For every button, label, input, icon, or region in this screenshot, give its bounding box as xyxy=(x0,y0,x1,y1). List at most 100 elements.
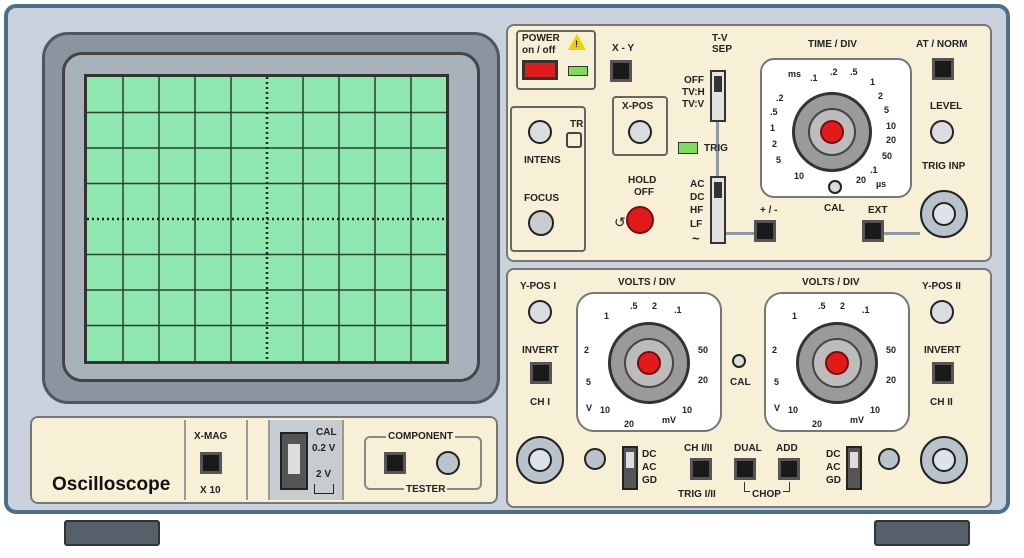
trig-tilde-label: ~ xyxy=(692,231,700,246)
ch2-coupling-switch[interactable] xyxy=(846,446,862,490)
trig-ac-label: AC xyxy=(690,179,705,190)
level-label: LEVEL xyxy=(930,101,963,112)
add-label: ADD xyxy=(776,443,798,454)
time-div-dial[interactable] xyxy=(792,92,872,172)
trace-rotation-control[interactable] xyxy=(566,132,582,148)
ch1-dc-label: DC xyxy=(642,449,657,460)
time-var-knob[interactable] xyxy=(820,120,844,144)
tv-sep-label: T-V xyxy=(712,33,728,44)
x-pos-label: X-POS xyxy=(622,101,654,112)
hold-off-label-2: OFF xyxy=(634,187,654,198)
ext-label: EXT xyxy=(868,205,888,216)
component-tester-button[interactable] xyxy=(384,452,406,474)
ch1-2-label: CH I/II xyxy=(684,443,713,454)
warning-mark: ! xyxy=(575,39,578,49)
crt-screen xyxy=(84,74,449,364)
right-foot xyxy=(874,520,970,546)
volts-cal-label: CAL xyxy=(730,377,751,388)
volts-var-1-knob[interactable] xyxy=(637,351,661,375)
volts-div-1-label: VOLTS / DIV xyxy=(618,277,676,288)
invert-2-button[interactable] xyxy=(932,362,954,384)
trig-input-bnc-center xyxy=(932,202,956,226)
tester-label: TESTER xyxy=(404,484,448,495)
hold-off-label: HOLD xyxy=(628,175,657,186)
trig-1-2-label: TRIG I/II xyxy=(678,489,716,500)
ch1-ac-label: AC xyxy=(642,462,657,473)
power-led xyxy=(568,66,588,76)
tv-off-label: OFF xyxy=(684,75,704,86)
component-tester-frame xyxy=(364,436,482,490)
focus-knob[interactable] xyxy=(528,210,554,236)
cal-label: CAL xyxy=(316,427,337,438)
x-mag-button[interactable] xyxy=(200,452,222,474)
at-norm-button[interactable] xyxy=(932,58,954,80)
intens-knob[interactable] xyxy=(528,120,552,144)
power-on-off-label: on / off xyxy=(522,45,556,56)
x-mag-value: X 10 xyxy=(200,485,221,496)
level-knob[interactable] xyxy=(930,120,954,144)
time-cal-label: CAL xyxy=(824,203,845,214)
ch2-bnc-center xyxy=(932,448,956,472)
time-div-scale: ms .1 .2 .5 1 2 5 10 20 50 .1 .2 .5 1 2 … xyxy=(770,67,897,189)
volts-div-1-plate xyxy=(576,292,722,432)
cal-02v-label: 0.2 V xyxy=(312,443,336,454)
slope-label: + / - xyxy=(760,205,778,216)
tv-v-label: TV:V xyxy=(682,99,705,110)
volts-cal-knob[interactable] xyxy=(732,354,746,368)
ch1-coupling-switch[interactable] xyxy=(622,446,638,490)
rotate-arrow-icon: ↺ xyxy=(614,214,626,230)
x-mag-label: X-MAG xyxy=(194,431,228,442)
slider-connector xyxy=(716,122,719,178)
ch1-bnc-center xyxy=(528,448,552,472)
tr-label: TR xyxy=(570,119,584,130)
ch2-gd-label: GD xyxy=(826,475,841,486)
dual-button[interactable] xyxy=(734,458,756,480)
invert-2-label: INVERT xyxy=(924,345,961,356)
slope-button[interactable] xyxy=(754,220,776,242)
trig-wire xyxy=(726,232,754,235)
ch1-label: CH I xyxy=(530,397,550,408)
add-button[interactable] xyxy=(778,458,800,480)
focus-label: FOCUS xyxy=(524,193,559,204)
volts-div-1-scale: .5 2 .1 50 20 10 mV 20 10 5 V 2 1 xyxy=(584,301,709,429)
trig-led-label: TRIG xyxy=(704,143,728,154)
warning-icon xyxy=(568,34,586,50)
left-foot xyxy=(64,520,160,546)
cal-switch[interactable] xyxy=(280,432,308,490)
ext-wire xyxy=(884,232,920,235)
xy-button[interactable] xyxy=(610,60,632,82)
ch1-2-button[interactable] xyxy=(690,458,712,480)
x-pos-knob[interactable] xyxy=(628,120,652,144)
invert-1-label: INVERT xyxy=(522,345,559,356)
square-wave-icon xyxy=(314,484,334,494)
y-pos-1-knob[interactable] xyxy=(528,300,552,324)
tv-sep-slider[interactable] xyxy=(710,70,726,122)
component-label: COMPONENT xyxy=(386,431,455,442)
brand-label: Oscilloscope xyxy=(52,474,171,495)
invert-1-button[interactable] xyxy=(530,362,552,384)
ch1-gd-label: GD xyxy=(642,475,657,486)
cal-2v-label: 2 V xyxy=(316,469,332,480)
dual-label: DUAL xyxy=(734,443,762,454)
trig-coupling-slider[interactable] xyxy=(710,176,726,244)
trig-led xyxy=(678,142,698,154)
ext-button[interactable] xyxy=(862,220,884,242)
time-cal-knob[interactable] xyxy=(828,180,842,194)
volts-div-2-label: VOLTS / DIV xyxy=(802,277,860,288)
at-norm-label: AT / NORM xyxy=(916,39,968,50)
tv-sep-label-2: SEP xyxy=(712,44,733,55)
ch2-ground-jack[interactable] xyxy=(878,448,900,470)
y-pos-2-knob[interactable] xyxy=(930,300,954,324)
volts-div-1-hub xyxy=(624,338,674,388)
time-div-label: TIME / DIV xyxy=(808,39,857,50)
volts-div-2-scale: .5 2 .1 50 20 10 mV 20 10 5 V 2 1 xyxy=(772,301,897,429)
ch1-ground-jack[interactable] xyxy=(584,448,606,470)
trig-inp-label: TRIG INP xyxy=(922,161,966,172)
tv-h-label: TV:H xyxy=(682,87,705,98)
volts-var-2-knob[interactable] xyxy=(825,351,849,375)
hold-off-knob[interactable] xyxy=(626,206,654,234)
trig-lf-label: LF xyxy=(690,219,703,230)
y-pos-1-label: Y-POS I xyxy=(520,281,557,292)
power-button[interactable] xyxy=(522,60,558,80)
component-tester-jack[interactable] xyxy=(436,451,460,475)
